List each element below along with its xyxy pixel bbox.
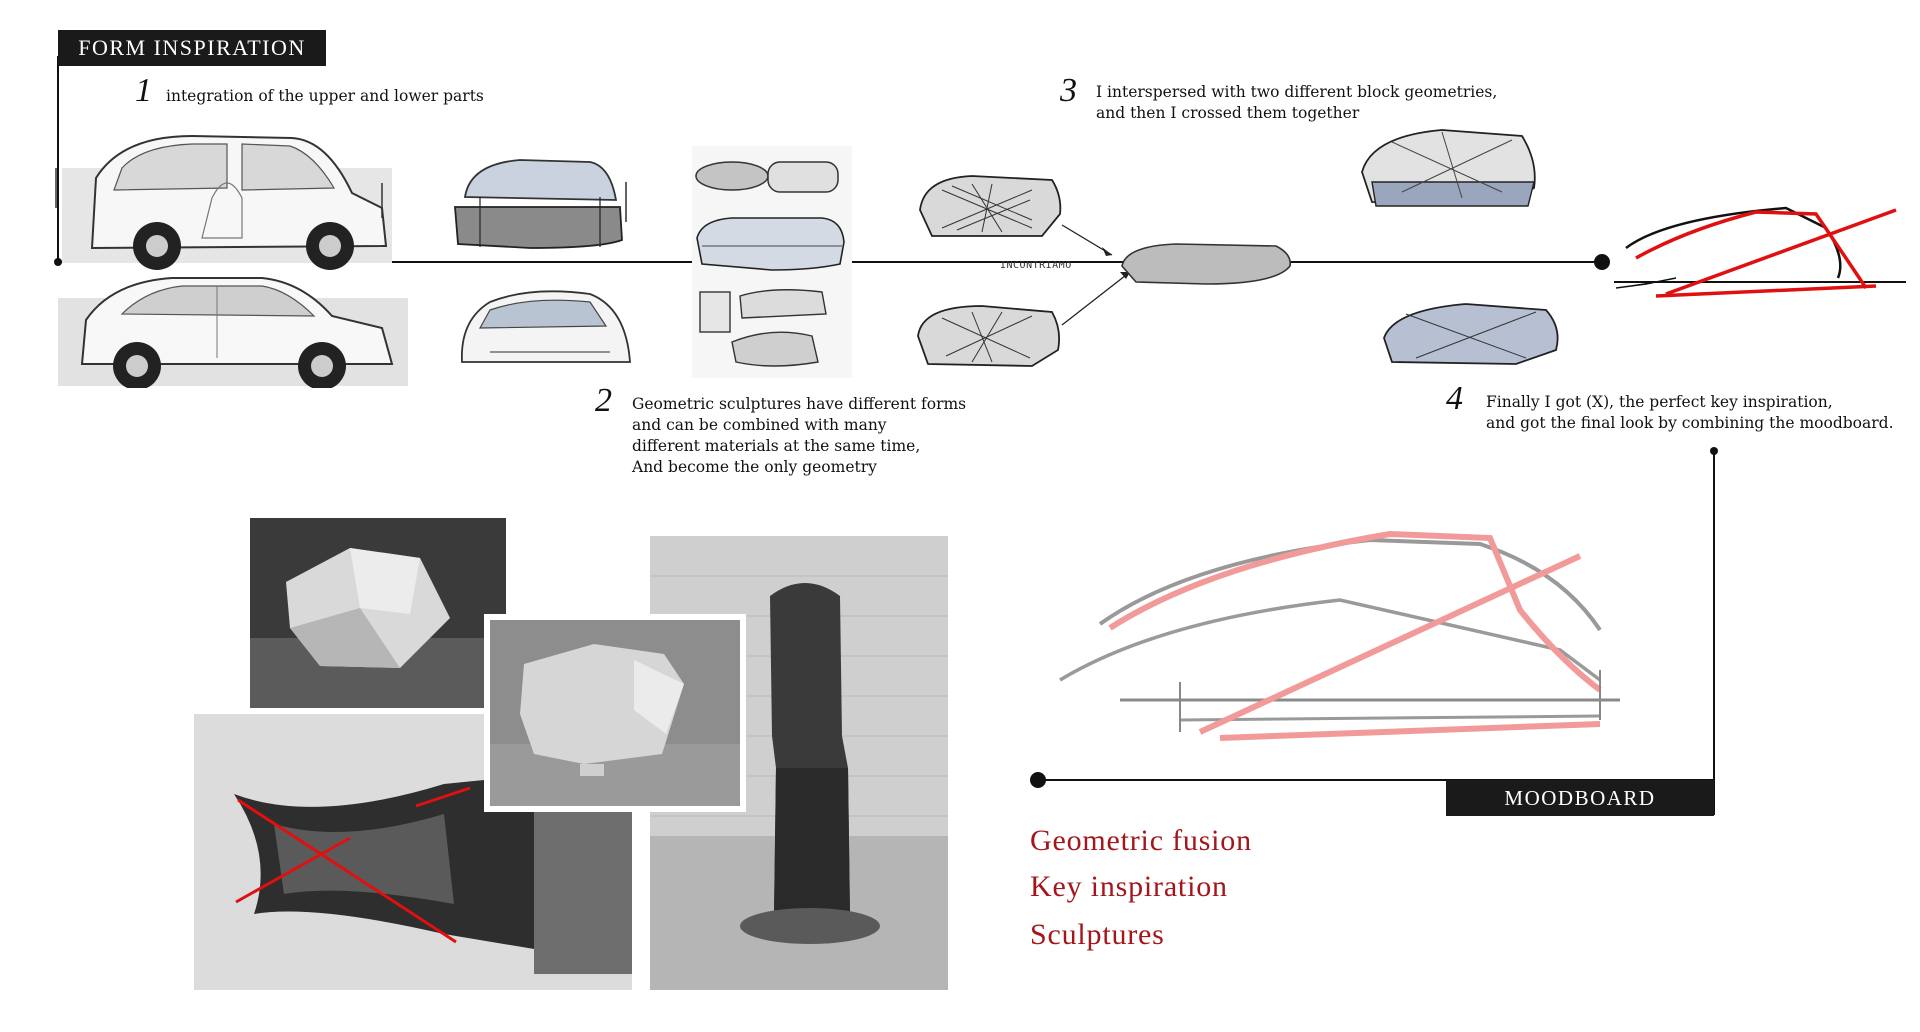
keyword-sculptures: Sculptures: [1030, 918, 1165, 951]
moodboard-line-dot: [1030, 772, 1046, 788]
step-2-text: Geometric sculptures have different form…: [632, 395, 967, 476]
sculpture-photo-block: [484, 614, 746, 812]
product-render-photo: [194, 714, 632, 990]
step-1-text: integration of the upper and lower parts: [166, 87, 484, 105]
key-inspiration-x-sketch-small: [1614, 206, 1906, 298]
geometric-block-sketch-collage: [692, 146, 852, 378]
connector-small-dot: [1710, 447, 1718, 455]
car-sketch-lower: [58, 277, 408, 388]
block-geometry-sketch-upper: [919, 175, 1062, 237]
section-title: FORM INSPIRATION: [58, 30, 326, 66]
step-4-number: 4: [1446, 380, 1463, 417]
key-inspiration-x-sketch-large: [1059, 530, 1620, 741]
step-2-number: 2: [595, 382, 612, 419]
block-geometry-sketch-lower: [917, 305, 1061, 367]
merged-block-sketch: [1121, 243, 1292, 285]
crossed-geometry-sketch-lower: [1383, 303, 1559, 365]
step-3-text: I interspersed with two different block …: [1096, 83, 1498, 122]
sculpture-photo-cube: [250, 518, 506, 708]
step-1-number: 1: [135, 72, 152, 109]
step-3-number: 3: [1060, 72, 1077, 109]
split-volume-sketch-upper: [454, 159, 627, 249]
timeline-start-dot: [54, 258, 62, 266]
keyword-geometric-fusion: Geometric fusion: [1030, 824, 1252, 857]
keyword-key-inspiration: Key inspiration: [1030, 870, 1228, 903]
step-4-text: Finally I got (X), the perfect key inspi…: [1486, 393, 1894, 432]
timeline-end-dot: [1594, 254, 1610, 270]
car-sketch-upper: [55, 134, 392, 270]
moodboard-label: MOODBOARD: [1446, 780, 1714, 816]
sketch-handwriting-caption: INCONTRIAMO: [1000, 260, 1072, 271]
crossed-geometry-sketch-upper: [1361, 129, 1536, 207]
split-volume-sketch-lower: [461, 290, 631, 363]
